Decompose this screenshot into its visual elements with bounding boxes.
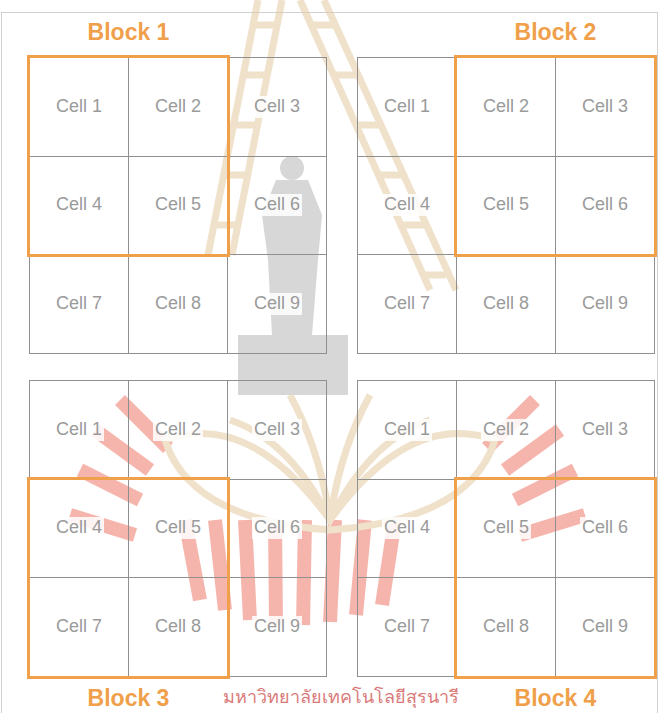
grid-cell: Cell 9 [555,577,655,677]
block-label: Block 4 [456,685,655,711]
cell-label: Cell 9 [580,293,630,315]
grid-cell: Cell 4 [29,156,129,256]
cell-label: Cell 3 [252,96,302,118]
cell-label: Cell 4 [382,517,432,539]
cell-label: Cell 5 [153,517,203,539]
cell-label: Cell 4 [382,194,432,216]
grid-cell: Cell 4 [29,479,129,579]
cell-label: Cell 2 [481,419,531,441]
cell-label: Cell 9 [580,616,630,638]
grid-cell: Cell 4 [357,156,457,256]
cell-label: Cell 1 [54,419,104,441]
cell-label: Cell 5 [481,194,531,216]
cell-label: Cell 8 [153,616,203,638]
grid-cell: Cell 3 [227,380,327,480]
grid-cell: Cell 8 [128,254,228,354]
cell-label: Cell 5 [481,517,531,539]
cell-label: Cell 4 [54,194,104,216]
cell-label: Cell 2 [153,96,203,118]
cell-label: Cell 6 [580,517,630,539]
grid-cell: Cell 3 [555,57,655,157]
grid-cell: Cell 5 [456,479,556,579]
grid-cell: Cell 3 [555,380,655,480]
grid-cell: Cell 9 [227,577,327,677]
grid-cell: Cell 7 [29,254,129,354]
grid-cell: Cell 2 [128,57,228,157]
block-frame: Block 1Cell 1Cell 2Cell 4Cell 5 [29,57,228,255]
watermark-text: มหาวิทยาลัยเทคโนโลยีสุรนารี [223,686,459,708]
cell-label: Cell 7 [382,293,432,315]
grid-cell: Cell 1 [29,57,129,157]
grid-cell: Cell 8 [128,577,228,677]
cell-label: Cell 6 [252,194,302,216]
cell-label: Cell 6 [252,517,302,539]
grid-cell: Cell 7 [357,577,457,677]
cell-label: Cell 1 [54,96,104,118]
grid-cell: Cell 4 [357,479,457,579]
grid-cell: Cell 6 [555,156,655,256]
cell-label: Cell 5 [153,194,203,216]
grid-cell: Cell 3 [227,57,327,157]
block-label: Block 2 [456,19,655,45]
cell-label: Cell 1 [382,419,432,441]
cell-label: Cell 8 [153,293,203,315]
grid-cell: Cell 2 [456,380,556,480]
cell-label: Cell 2 [481,96,531,118]
grid-cell: Cell 8 [456,254,556,354]
grid-cell: Cell 5 [128,156,228,256]
block-frame: Block 2Cell 2Cell 3Cell 5Cell 6 [456,57,655,255]
cell-label: Cell 7 [54,616,104,638]
block-label: Block 1 [29,19,228,45]
grid-cell: Cell 1 [29,380,129,480]
cell-label: Cell 3 [252,419,302,441]
grid-cell: Cell 7 [357,254,457,354]
cell-label: Cell 7 [382,616,432,638]
grid-cell: Cell 7 [29,577,129,677]
block-frame: Block 3Cell 4Cell 5Cell 7Cell 8 [29,479,228,677]
cell-label: Cell 4 [54,517,104,539]
cell-label: Cell 1 [382,96,432,118]
cell-label: Cell 6 [580,194,630,216]
cell-label: Cell 7 [54,293,104,315]
grid-cell: Cell 6 [227,156,327,256]
cell-label: Cell 2 [153,419,203,441]
grid-cell: Cell 9 [227,254,327,354]
grid-cell: Cell 6 [227,479,327,579]
grid-cell: Cell 9 [555,254,655,354]
block-frame: Block 4Cell 5Cell 6Cell 8Cell 9 [456,479,655,677]
cell-label: Cell 9 [252,616,302,638]
cell-label: Cell 9 [252,293,302,315]
cell-label: Cell 8 [481,293,531,315]
grid-cell: Cell 2 [456,57,556,157]
grid-cell: Cell 5 [128,479,228,579]
cell-label: Cell 3 [580,96,630,118]
cell-label: Cell 8 [481,616,531,638]
grid-cell: Cell 8 [456,577,556,677]
cell-label: Cell 3 [580,419,630,441]
grid-cell: Cell 2 [128,380,228,480]
block-label: Block 3 [29,685,228,711]
grid-cell: Cell 5 [456,156,556,256]
grid-cell: Cell 1 [357,57,457,157]
grid-cell: Cell 1 [357,380,457,480]
grid-cell: Cell 6 [555,479,655,579]
